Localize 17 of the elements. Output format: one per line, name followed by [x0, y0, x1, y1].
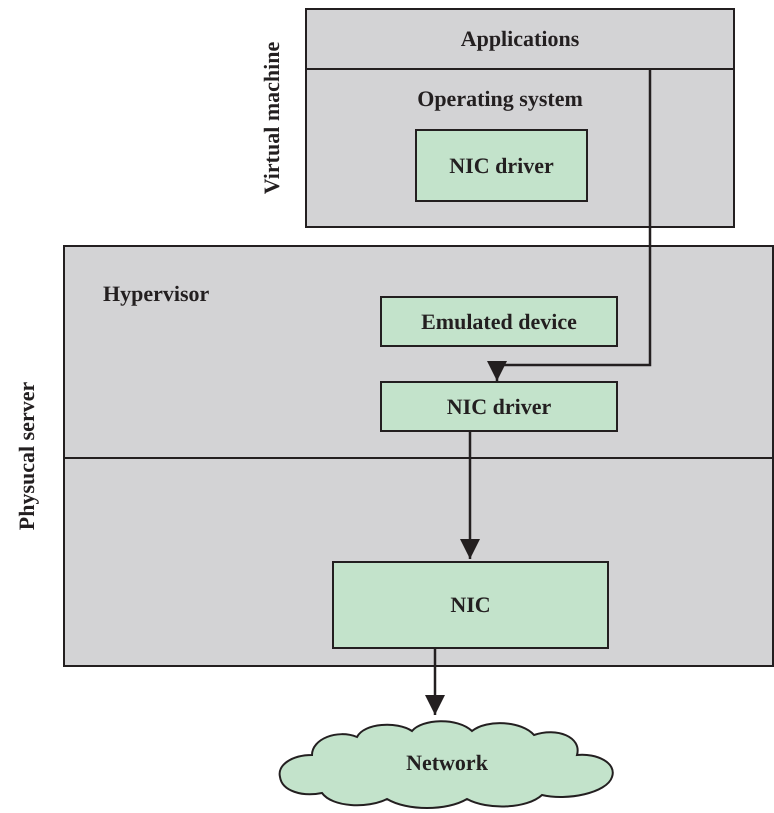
component-box	[380, 296, 618, 347]
node-label: Network	[406, 750, 488, 776]
arrow	[487, 70, 652, 381]
component-box	[380, 381, 618, 432]
node-label: Hypervisor	[103, 281, 210, 307]
node-label: NIC driver	[449, 152, 554, 178]
node-label: Applications	[460, 26, 580, 52]
group-heading: Virtual machine	[259, 42, 285, 194]
node-label: Emulated device	[421, 308, 577, 334]
group-heading: Physucal server	[14, 382, 40, 530]
node-label: Operating system	[417, 86, 583, 112]
node-label: NIC	[450, 592, 491, 618]
component-box	[415, 129, 588, 202]
node-label: NIC driver	[446, 394, 552, 420]
arrow	[460, 432, 480, 559]
component-box	[332, 561, 609, 649]
arrow	[425, 647, 445, 715]
